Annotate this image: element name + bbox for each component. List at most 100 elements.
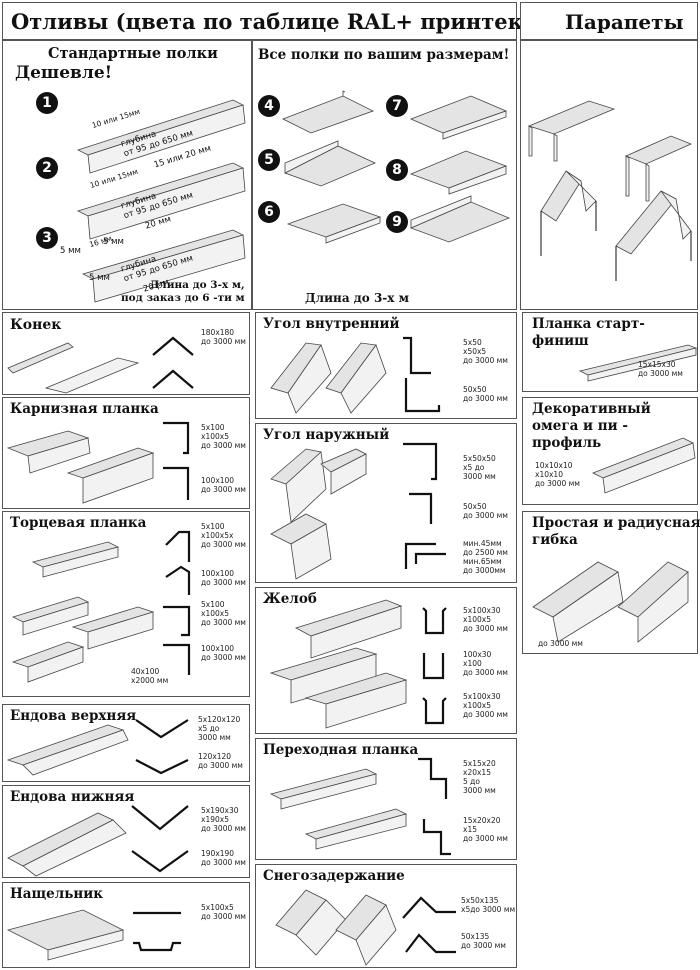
konek-spec: 180х180 до 3000 мм bbox=[201, 328, 246, 346]
shelf-1-drawing bbox=[76, 99, 246, 174]
endova-verh-title: Ендова верхняя bbox=[10, 708, 137, 724]
shelf-3-side1: 5 мм bbox=[60, 246, 81, 256]
perehod-title: Переходная планка bbox=[263, 742, 419, 758]
shelf-3-drawing bbox=[81, 229, 246, 303]
zhelob-spec2: 100х30 х100 до 3000 мм bbox=[463, 650, 508, 677]
torcevaya-spec4: 100х100 до 3000 мм bbox=[201, 644, 246, 662]
section-omega: Декоративный омега и пи - профиль 10х10х… bbox=[522, 397, 698, 505]
start-finish-spec: 15х15х30 до 3000 мм bbox=[638, 360, 683, 378]
endova-verh-spec2: 120х120 до 3000 мм bbox=[198, 752, 243, 770]
torcevaya-spec2: 100х100 до 3000 мм bbox=[201, 569, 246, 587]
perehod-drawing bbox=[269, 768, 408, 850]
sneg-spec2: 50х135 до 3000 мм bbox=[461, 932, 506, 950]
custom-shelves-panel: Все полки по вашим размерам! 4 5 6 7 8 9… bbox=[252, 40, 517, 310]
nashelnik-title: Нащельник bbox=[10, 886, 104, 902]
ugol-naruzh-drawing bbox=[270, 448, 367, 580]
ugol-vnutr-spec1: 5х50 х50х5 до 3000 мм bbox=[463, 338, 508, 365]
torcevaya-drawing bbox=[11, 541, 155, 683]
section-konek: Конек 180х180 до 3000 мм bbox=[2, 312, 250, 395]
standard-shelves-title: Стандартные полки bbox=[48, 45, 218, 62]
omega-title: Декоративный омега и пи - профиль bbox=[532, 401, 651, 451]
perehod-spec2: 15х20х20 х15 до 3000 мм bbox=[463, 816, 508, 843]
zhelob-spec3: 5х100х30 х100х5 до 3000 мм bbox=[463, 692, 508, 719]
shelf-number-5: 5 bbox=[258, 149, 280, 171]
length-left: Длина до 3-х м, под заказ до 6 -ти м bbox=[121, 279, 245, 304]
perehod-profile bbox=[418, 757, 451, 856]
length-right: Длина до 3-х м bbox=[305, 291, 410, 305]
sneg-title: Снегозадержание bbox=[263, 868, 405, 884]
shelf-number-8: 8 bbox=[386, 159, 408, 181]
parapets-panel bbox=[520, 40, 698, 310]
shelf-number-4: 4 bbox=[258, 95, 280, 117]
section-gibka: Простая и радиусная гибка до 3000 мм bbox=[522, 511, 700, 654]
torcevaya-spec5: 40х100 х2000 мм bbox=[131, 667, 169, 685]
section-ugol-vnutr: Угол внутренний 5х50 х50х5 до 3000 мм 50… bbox=[255, 312, 517, 419]
start-finish-drawing bbox=[578, 344, 698, 382]
omega-spec: 10х10х10 х10х10 до 3000 мм bbox=[535, 461, 580, 488]
endova-niz-profile bbox=[131, 805, 189, 873]
shelf-8-drawing bbox=[409, 150, 508, 195]
otlivy-title: Отливы (цвета по таблице RAL+ принтек) bbox=[11, 9, 533, 34]
parapet-drawing-3 bbox=[540, 170, 597, 256]
endova-verh-drawing bbox=[6, 724, 129, 776]
shelf-number-9: 9 bbox=[386, 211, 408, 233]
perehod-spec1: 5х15х20 х20х15 5 до 3000 мм bbox=[463, 759, 496, 795]
omega-drawing bbox=[592, 437, 696, 494]
section-sneg: Снегозадержание 5х50х135 х5до 3000 мм 50… bbox=[255, 864, 517, 968]
zhelob-spec1: 5х100х30 х100х5 до 3000 мм bbox=[463, 606, 508, 633]
shelf-number-7: 7 bbox=[386, 95, 408, 117]
section-perehod: Переходная планка 5х15х20 х20х15 5 до 30… bbox=[255, 738, 517, 860]
ugol-naruzh-spec1: 5х50х50 х5 до 3000 мм bbox=[463, 454, 496, 481]
section-start-finish: Планка старт- финиш 15х15х30 до 3000 мм bbox=[522, 312, 698, 392]
endova-niz-drawing bbox=[7, 812, 127, 877]
gibka-title: Простая и радиусная гибка bbox=[532, 515, 700, 548]
nashelnik-drawing bbox=[6, 909, 125, 961]
konek-title: Конек bbox=[10, 317, 62, 333]
ugol-naruzh-profile bbox=[403, 442, 446, 569]
zhelob-title: Желоб bbox=[263, 591, 317, 607]
endova-verh-profile bbox=[135, 719, 189, 775]
gibka-spec: до 3000 мм bbox=[538, 639, 583, 648]
zhelob-drawing bbox=[269, 599, 408, 729]
section-nashelnik: Нащельник 5х100х5 до 3000 мм bbox=[2, 882, 250, 968]
endova-niz-spec1: 5х190х30 х190х5 до 3000 мм bbox=[201, 806, 246, 833]
ugol-vnutr-drawing bbox=[270, 342, 387, 414]
zhelob-profile bbox=[422, 607, 447, 725]
shelf-7-drawing bbox=[409, 95, 508, 140]
ugol-vnutr-spec2: 50х50 до 3000 мм bbox=[463, 385, 508, 403]
gibka-drawing bbox=[532, 561, 689, 643]
shelf-number-2: 2 bbox=[36, 157, 58, 179]
parapet-drawing-2 bbox=[624, 135, 693, 202]
karniz-spec2: 100х100 до 3000 мм bbox=[201, 476, 246, 494]
torcevaya-title: Торцевая планка bbox=[10, 515, 147, 531]
shelf-3-side2: 5 мм bbox=[89, 273, 110, 283]
shelf-number-1: 1 bbox=[36, 92, 58, 114]
nashelnik-profile bbox=[133, 911, 181, 952]
endova-niz-spec2: 190х190 до 3000 мм bbox=[201, 849, 246, 867]
konek-profile bbox=[152, 336, 194, 389]
konek-drawing bbox=[7, 342, 140, 394]
torcevaya-profile bbox=[163, 530, 191, 675]
standard-shelves-panel: Стандартные полки Дешевле! 1 10 или 15мм… bbox=[2, 40, 252, 310]
shelf-4-drawing bbox=[282, 90, 375, 134]
shelf-number-6: 6 bbox=[258, 201, 280, 223]
parapets-header: Парапеты bbox=[520, 2, 698, 40]
shelf-6-drawing bbox=[286, 203, 382, 244]
ugol-naruzh-title: Угол наружный bbox=[263, 427, 390, 443]
ugol-naruzh-spec3: мин.45мм до 2500 мм мин.65мм до 3000мм bbox=[463, 539, 508, 575]
torcevaya-spec1: 5х100 х100х5х до 3000 мм bbox=[201, 522, 246, 549]
section-ugol-naruzh: Угол наружный 5х50х50 х5 до 3000 мм 50х5… bbox=[255, 423, 517, 583]
section-karniz: Карнизная планка 5х100 х100х5 до 3000 мм… bbox=[2, 397, 250, 509]
section-torcevaya: Торцевая планка 5х100 х100х5х до 3000 мм… bbox=[2, 511, 250, 697]
endova-verh-spec1: 5х120х120 х5 до 3000 мм bbox=[198, 715, 241, 742]
parapet-drawing-1 bbox=[527, 100, 616, 162]
karniz-spec1: 5х100 х100х5 до 3000 мм bbox=[201, 423, 246, 450]
nashelnik-spec: 5х100х5 до 3000 мм bbox=[201, 903, 246, 921]
shelf-number-3: 3 bbox=[36, 227, 58, 249]
ugol-naruzh-spec2: 50х50 до 3000 мм bbox=[463, 502, 508, 520]
section-zhelob: Желоб 5х100х30 х100х5 до 3000 мм 100х30 … bbox=[255, 587, 517, 734]
ugol-vnutr-title: Угол внутренний bbox=[263, 316, 400, 332]
ugol-vnutr-profile bbox=[403, 336, 441, 413]
parapet-drawing-4 bbox=[615, 190, 692, 281]
karniz-drawing bbox=[6, 430, 155, 504]
